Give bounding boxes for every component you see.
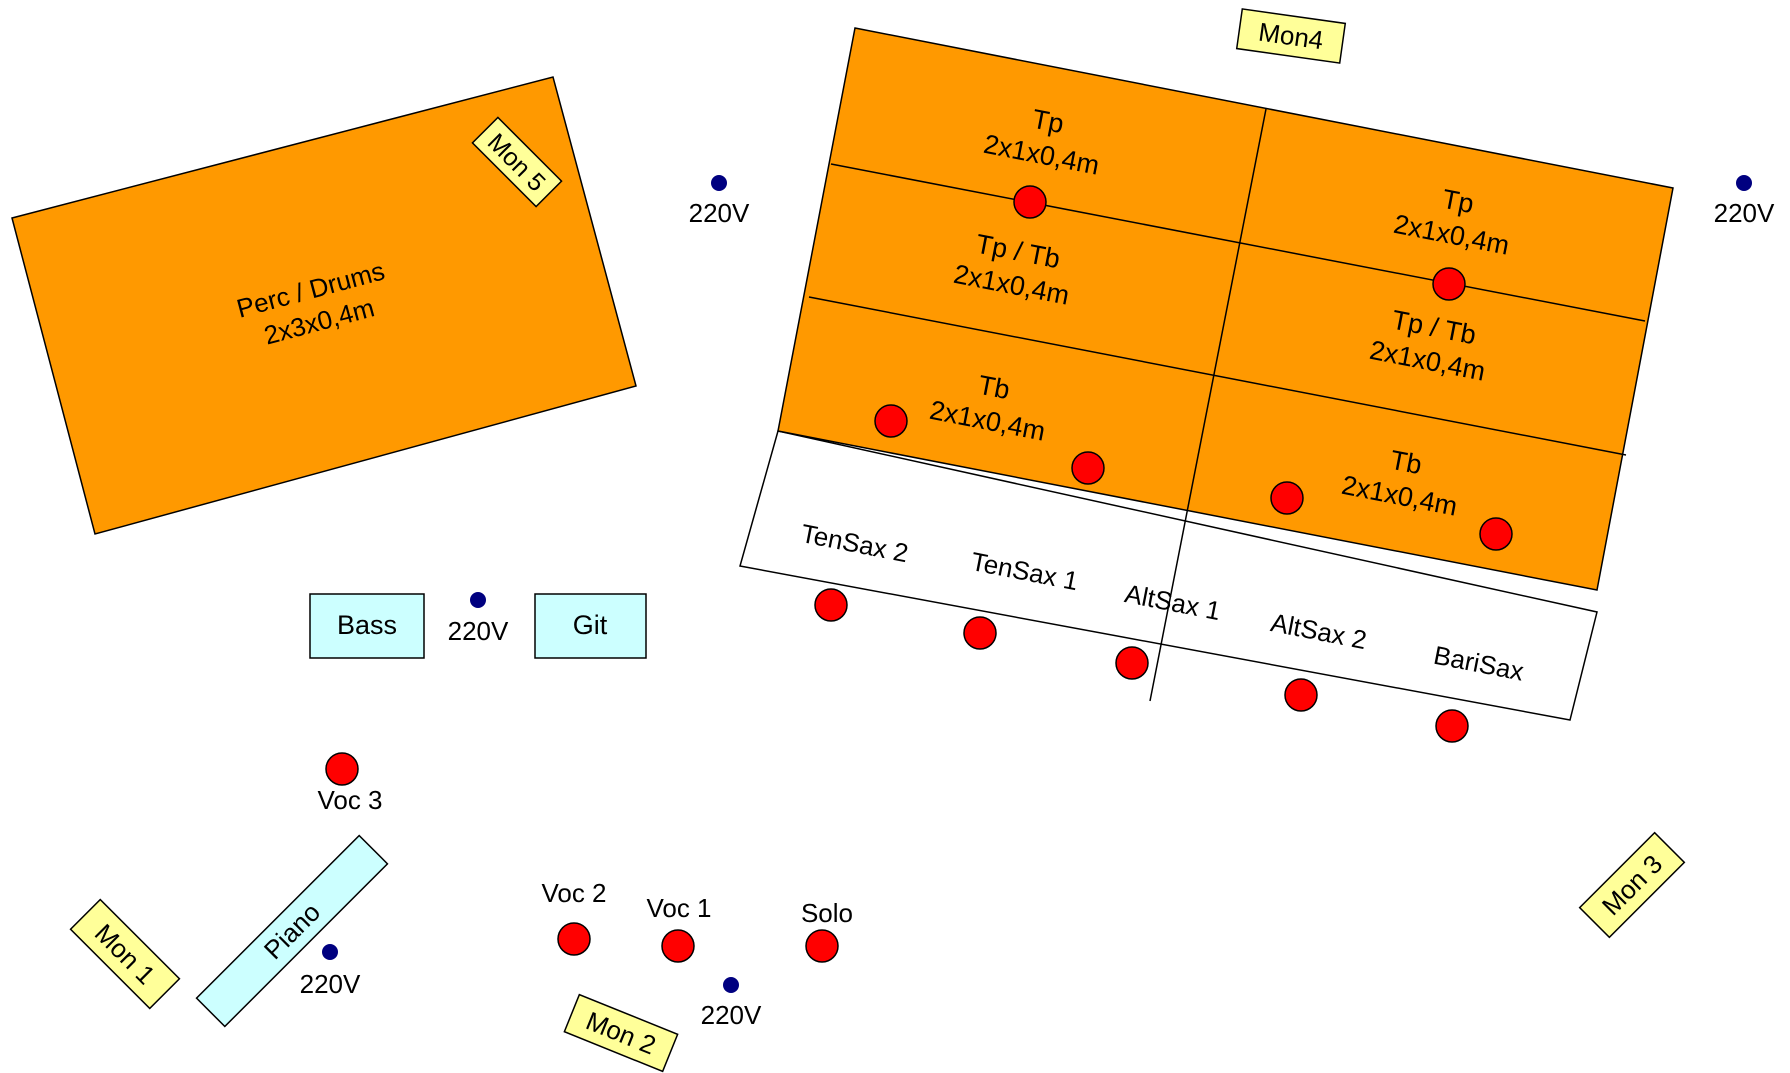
amp-label: Git — [573, 610, 608, 640]
mic-marker — [1432, 267, 1466, 301]
power-label: 220V — [701, 1000, 762, 1030]
riser-divider-line — [830, 163, 1646, 322]
mic-marker — [1013, 185, 1047, 219]
monitor-box — [1235, 8, 1347, 64]
label-solo: Solo — [801, 898, 853, 928]
piano-box — [195, 834, 389, 1028]
power-outlet — [322, 944, 338, 960]
mic-marker — [661, 929, 695, 963]
label-voc2: Voc 2 — [541, 878, 606, 908]
mic-marker — [805, 929, 839, 963]
power-label: 220V — [448, 616, 509, 646]
mic-marker — [1115, 646, 1149, 680]
perc-drums-riser: Perc / Drums 2x3x0,4m — [11, 76, 637, 535]
riser-title: Tp — [1440, 184, 1477, 219]
monitor-box — [1578, 831, 1686, 939]
amp-box — [309, 593, 425, 659]
brass-sax-risers — [739, 27, 1674, 721]
riser-title: Tb — [1388, 445, 1425, 480]
mic-marker — [874, 404, 908, 438]
power-outlet — [1736, 175, 1752, 191]
mic-marker — [814, 588, 848, 622]
mic-marker — [1479, 517, 1513, 551]
monitor-box — [563, 993, 679, 1073]
monitor-mon2: Mon 2 — [563, 993, 679, 1073]
riser-title: Tp — [1030, 104, 1067, 139]
monitor-mon1: Mon 1 — [69, 898, 181, 1010]
label-voc3: Voc 3 — [317, 785, 382, 815]
monitor-mon4: Mon4 — [1235, 8, 1347, 64]
power-outlet — [470, 592, 486, 608]
mic-marker — [1071, 451, 1105, 485]
monitor-mon3: Mon 3 — [1578, 831, 1686, 939]
perc-drums-platform — [11, 76, 637, 535]
bass-amp: Bass — [309, 593, 425, 659]
mic-marker — [963, 616, 997, 650]
power-outlet — [723, 977, 739, 993]
power-label: 220V — [300, 969, 361, 999]
amp-label: Bass — [337, 610, 397, 640]
power-label: 220V — [1714, 198, 1775, 228]
guitar-amp: Git — [534, 593, 647, 659]
brass-riser-platform — [777, 27, 1674, 591]
sax-floor-area — [739, 430, 1598, 721]
riser-center-divider — [1149, 108, 1267, 702]
mic-marker — [1270, 481, 1304, 515]
mic-marker — [1435, 709, 1469, 743]
mic-marker — [557, 922, 591, 956]
monitor-box — [471, 116, 563, 208]
mic-marker — [325, 752, 359, 786]
riser-title: Tb — [976, 370, 1013, 405]
mic-marker — [1284, 678, 1318, 712]
label-voc1: Voc 1 — [646, 893, 711, 923]
monitor-box — [69, 898, 181, 1010]
riser-divider-line — [808, 296, 1627, 456]
power-outlet — [711, 175, 727, 191]
amp-box — [534, 593, 647, 659]
power-label: 220V — [689, 198, 750, 228]
